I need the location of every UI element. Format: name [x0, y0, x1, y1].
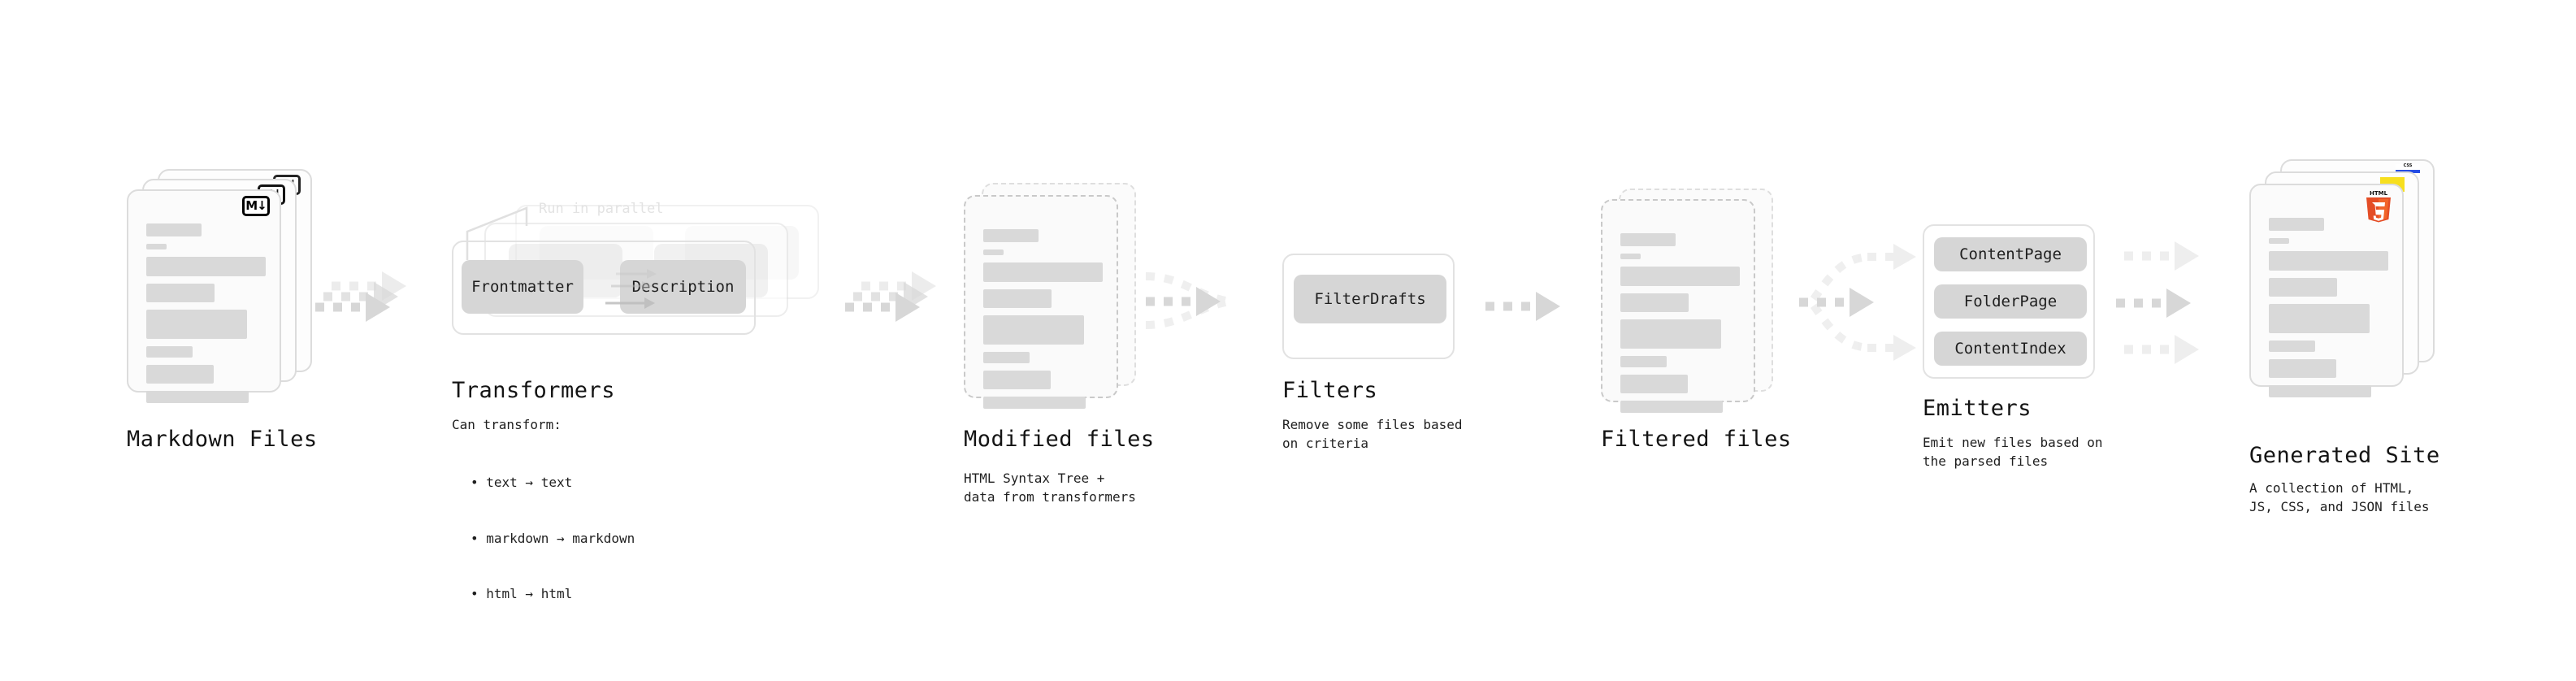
- generated-site-subtitle: A collection of HTML, JS, CSS, and JSON …: [2249, 480, 2430, 514]
- filtered-doc-front: [1601, 199, 1755, 413]
- filtered-files-title: Filtered files: [1601, 427, 1792, 452]
- markdown-files-stack: M↓ M↓ M↓: [127, 169, 314, 413]
- markdown-doc-skeleton: [146, 223, 266, 410]
- pill-contentpage[interactable]: ContentPage: [1934, 237, 2087, 271]
- pill-description[interactable]: Description: [620, 260, 746, 314]
- modified-doc-front: [964, 195, 1118, 409]
- generated-site-title: Generated Site: [2249, 443, 2440, 468]
- transformers-subtitle: Can transform:: [452, 417, 562, 432]
- pill-folderpage[interactable]: FolderPage: [1934, 284, 2087, 319]
- emitters-subtitle: Emit new files based on the parsed files: [1923, 435, 2103, 469]
- transformers-list-item-0: • text → text: [471, 475, 573, 491]
- pill-filterdrafts[interactable]: FilterDrafts: [1294, 275, 1446, 323]
- transformers-title: Transformers: [452, 378, 616, 403]
- filters-subtitle: Remove some files based on criteria: [1282, 417, 1463, 451]
- pill-frontmatter[interactable]: Frontmatter: [462, 260, 583, 314]
- modified-doc-skeleton: [983, 229, 1103, 416]
- modified-files-subtitle: HTML Syntax Tree + data from transformer…: [964, 471, 1136, 505]
- filtered-files-stack: [1601, 189, 1788, 432]
- css-badge-label: CSS: [2403, 163, 2413, 168]
- html5-badge: HTML: [2366, 190, 2391, 223]
- site-doc-skeleton: [2269, 218, 2388, 405]
- pill-contentindex[interactable]: ContentIndex: [1934, 332, 2087, 366]
- transformers-list-item-1: • markdown → markdown: [471, 530, 635, 546]
- transformers-box-front[interactable]: Frontmatter Description: [452, 241, 756, 335]
- emitters-title: Emitters: [1923, 396, 2032, 421]
- transformers-group: Frontmatter Description Frontmatter Desc…: [452, 205, 842, 351]
- modified-files-stack: [964, 183, 1151, 427]
- filtered-doc-skeleton: [1620, 233, 1740, 420]
- modified-files-title: Modified files: [964, 427, 1155, 452]
- filters-box[interactable]: FilterDrafts: [1282, 254, 1455, 359]
- svg-text:HTML: HTML: [2370, 190, 2388, 197]
- filters-title: Filters: [1282, 378, 1378, 403]
- markdown-files-title: Markdown Files: [127, 427, 318, 452]
- emitters-box[interactable]: ContentPage FolderPage ContentIndex: [1923, 224, 2095, 379]
- generated-site-stack: CSS HTML: [2249, 159, 2444, 403]
- markdown-doc-front: [127, 189, 281, 403]
- markdown-badge-front: M↓: [242, 196, 270, 216]
- transformers-list-item-2: • html → html: [471, 585, 573, 601]
- transformers-list: • text → text • markdown → markdown • ht…: [460, 437, 635, 640]
- run-in-parallel-label: Run in parallel: [539, 201, 664, 217]
